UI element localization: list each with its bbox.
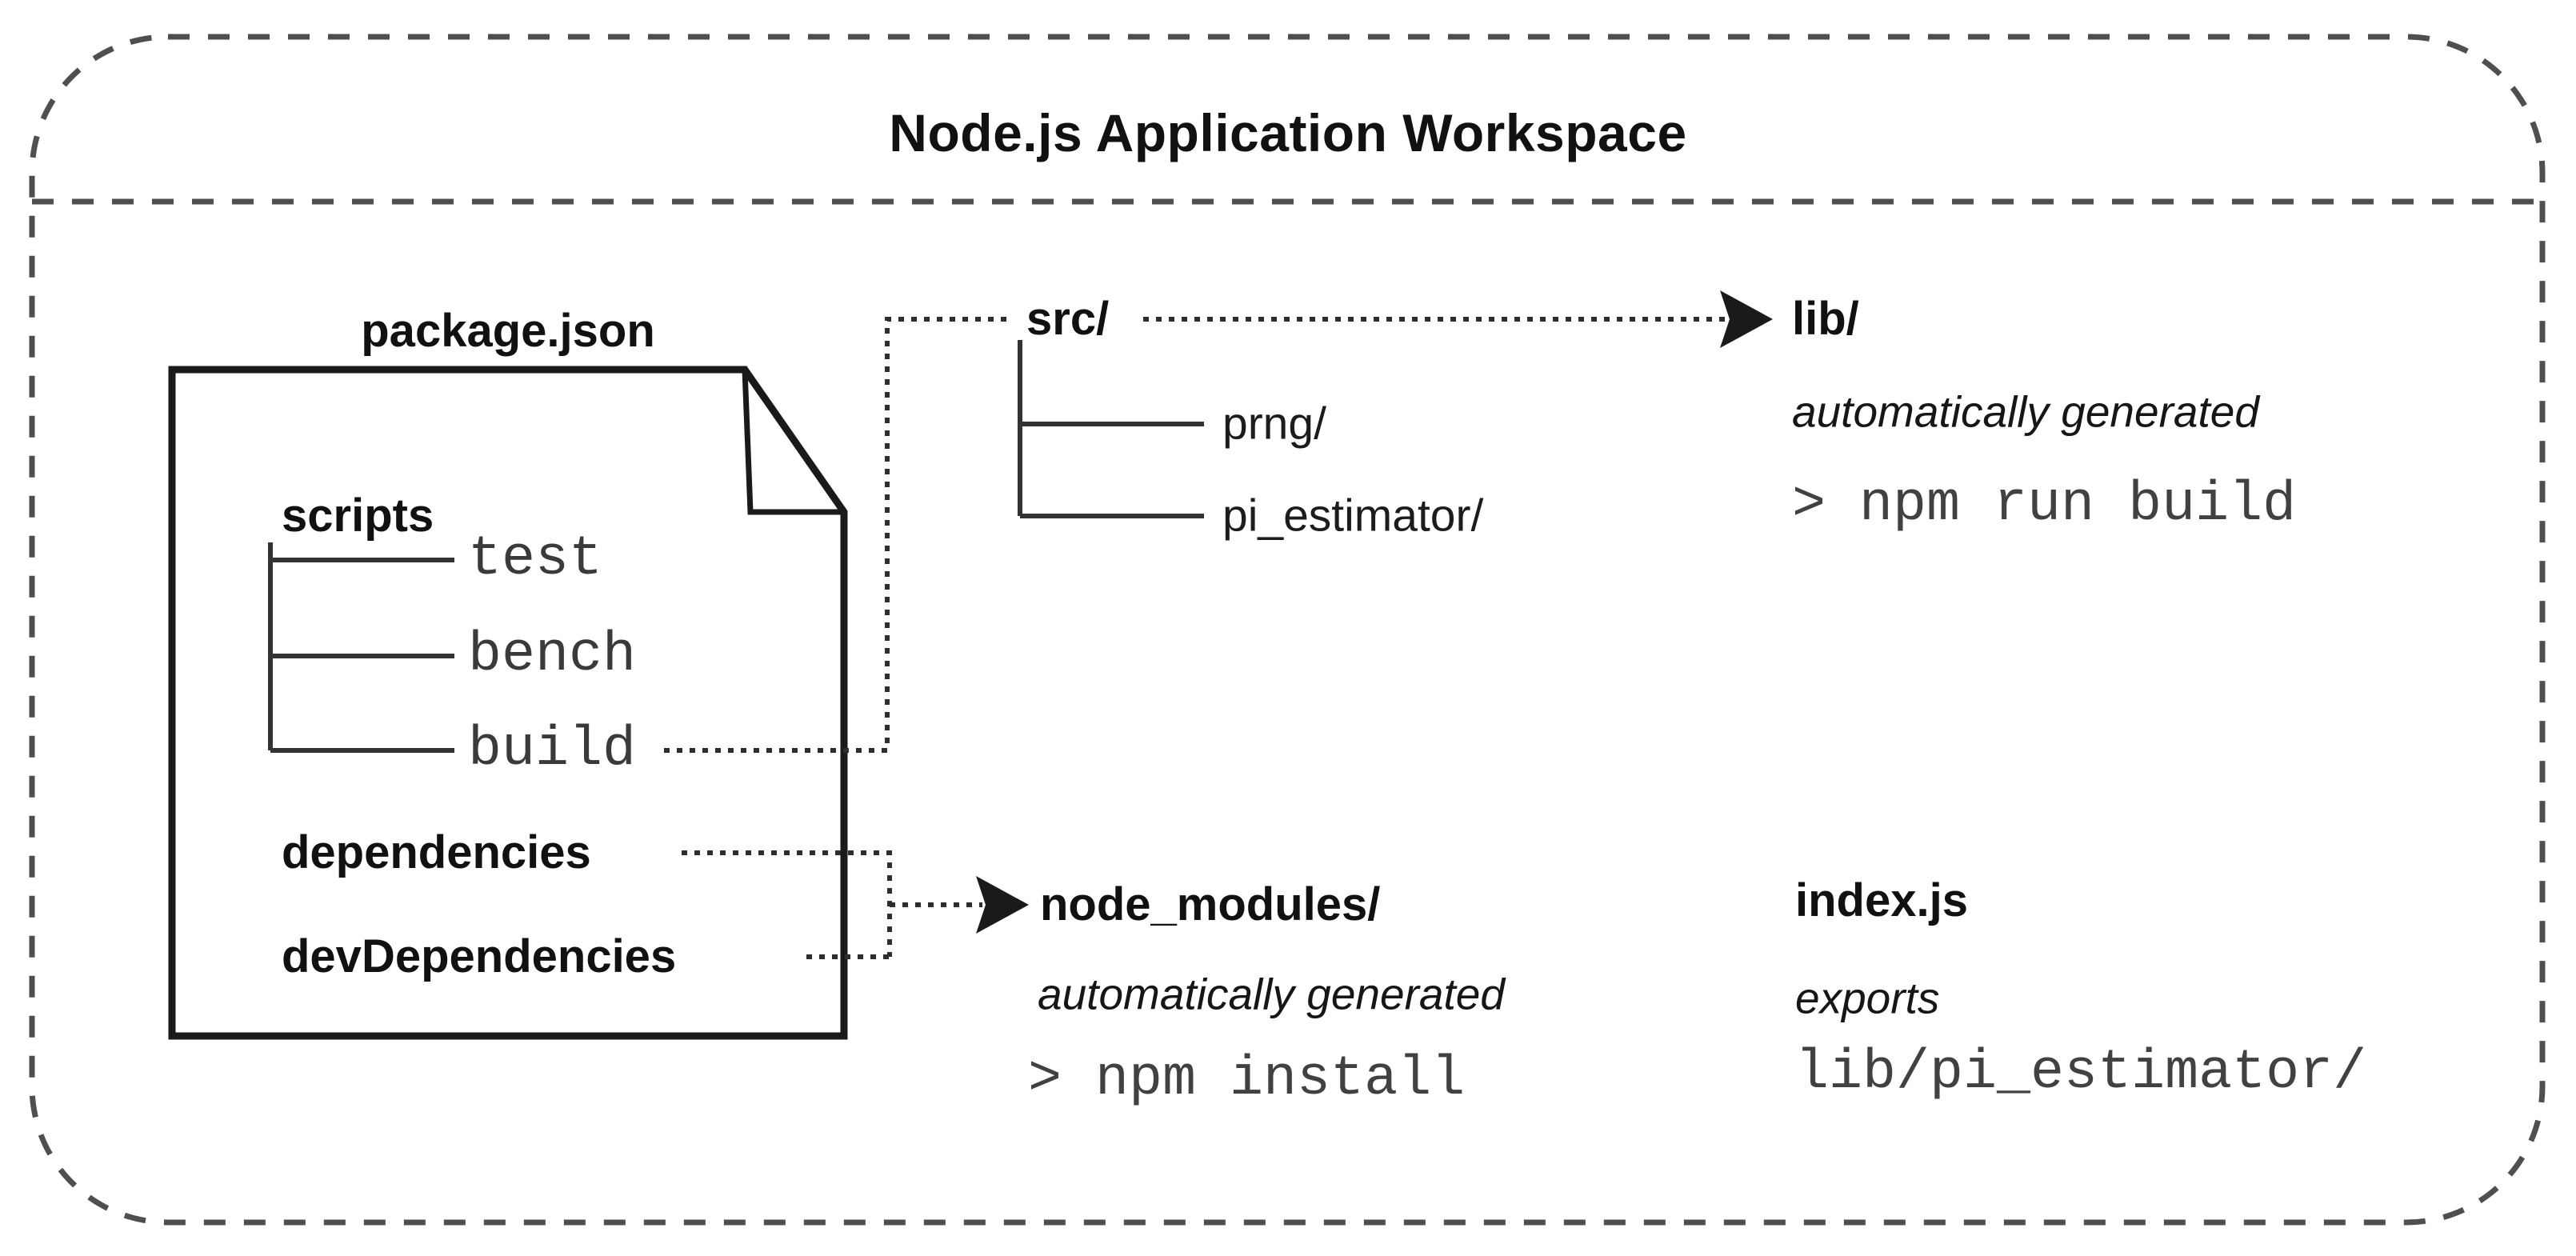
index-js-label: index.js [1795, 874, 1968, 926]
node-modules-command: > npm install [1028, 1048, 1466, 1111]
package-json-document [168, 366, 848, 1040]
index-js-note: exports [1795, 973, 1940, 1023]
script-item-bench: bench [468, 624, 637, 687]
scripts-label: scripts [282, 490, 434, 542]
dependencies-label: dependencies [282, 826, 591, 878]
script-item-test: test [468, 528, 603, 591]
src-child-pi-estimator: pi_estimator/ [1222, 490, 1484, 542]
index-js-command: lib/pi_estimator/ [1795, 1042, 2367, 1105]
arrowhead-lib [1720, 290, 1773, 348]
script-item-build: build [468, 718, 637, 782]
dev-dependencies-label: devDependencies [282, 930, 677, 982]
lib-label: lib/ [1792, 293, 1859, 345]
diagram-title: Node.js Application Workspace [889, 103, 1687, 162]
src-child-prng: prng/ [1222, 398, 1326, 450]
document-fold-corner [742, 369, 844, 515]
scripts-tree-lines [268, 542, 454, 753]
node-modules-note: automatically generated [1038, 969, 1505, 1019]
lib-note: automatically generated [1792, 386, 2259, 437]
workspace-border [29, 34, 2546, 1226]
lib-command: > npm run build [1792, 474, 2297, 537]
package-json-label: package.json [361, 305, 655, 357]
arrowhead-node-modules [976, 876, 1029, 934]
node-modules-label: node_modules/ [1040, 878, 1381, 930]
connector-deps-to-node-modules [682, 850, 982, 959]
connector-build-to-src [664, 317, 1013, 753]
src-tree-lines [1018, 340, 1204, 518]
src-label: src/ [1026, 293, 1110, 345]
